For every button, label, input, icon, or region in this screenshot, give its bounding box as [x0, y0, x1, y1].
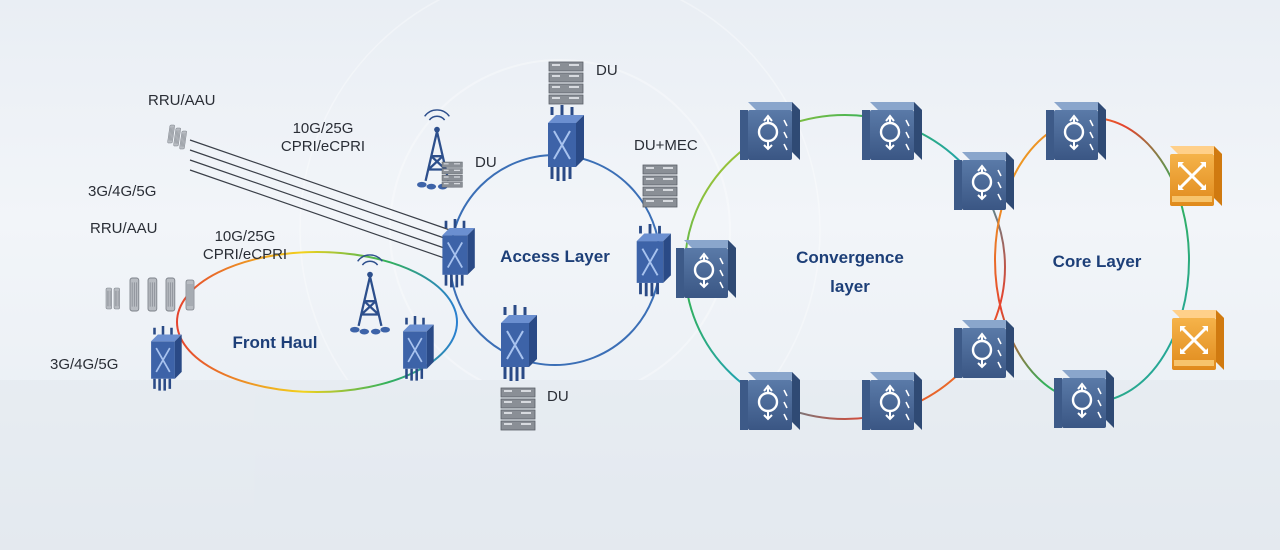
router-icon — [740, 372, 800, 430]
link-protocol-line2: CPRI/eCPRI — [190, 246, 300, 264]
core-switch-icon — [1172, 310, 1224, 370]
router-icon — [676, 240, 736, 298]
radio-unit-icon — [167, 125, 186, 149]
generation-label-bottom: 3G/4G/5G — [50, 356, 118, 374]
link-speed-label-mid: 10G/25G CPRI/eCPRI — [190, 228, 300, 264]
router-icon — [1046, 102, 1106, 160]
link-speed-line1: 10G/25G — [190, 228, 300, 246]
core-switch-icon — [1170, 146, 1222, 206]
generation-label-top: 3G/4G/5G — [88, 183, 156, 201]
link-protocol-line2: CPRI/eCPRI — [268, 138, 378, 156]
core-layer-title: Core Layer — [1037, 252, 1157, 272]
link-speed-label-top: 10G/25G CPRI/eCPRI — [268, 120, 378, 156]
du-label-bottom: DU — [547, 388, 569, 406]
cross-connect-icon — [548, 105, 584, 181]
router-icon — [954, 320, 1014, 378]
cross-connect-icon — [501, 305, 537, 381]
du-label-left: DU — [475, 154, 497, 172]
cross-connect-icon — [637, 224, 671, 296]
convergence-layer-title: Convergence layer — [780, 243, 920, 301]
router-icon — [862, 372, 922, 430]
rru-aau-label-mid: RRU/AAU — [90, 220, 158, 238]
server-rack-icon — [643, 165, 677, 207]
server-rack-icon — [549, 62, 583, 104]
server-rack-icon — [442, 162, 462, 187]
link-speed-line1: 10G/25G — [268, 120, 378, 138]
du-mec-label: DU+MEC — [634, 137, 698, 155]
convergence-title-line2: layer — [780, 272, 920, 301]
antenna-tower-icon — [350, 255, 390, 334]
front-haul-title: Front Haul — [210, 333, 340, 353]
convergence-title-line1: Convergence — [780, 243, 920, 272]
router-icon — [740, 102, 800, 160]
rru-aau-label-top: RRU/AAU — [148, 92, 216, 110]
router-icon — [1054, 370, 1114, 428]
router-icon — [862, 102, 922, 160]
access-layer-title: Access Layer — [490, 247, 620, 267]
router-icon — [954, 152, 1014, 210]
du-label-top: DU — [596, 62, 618, 80]
